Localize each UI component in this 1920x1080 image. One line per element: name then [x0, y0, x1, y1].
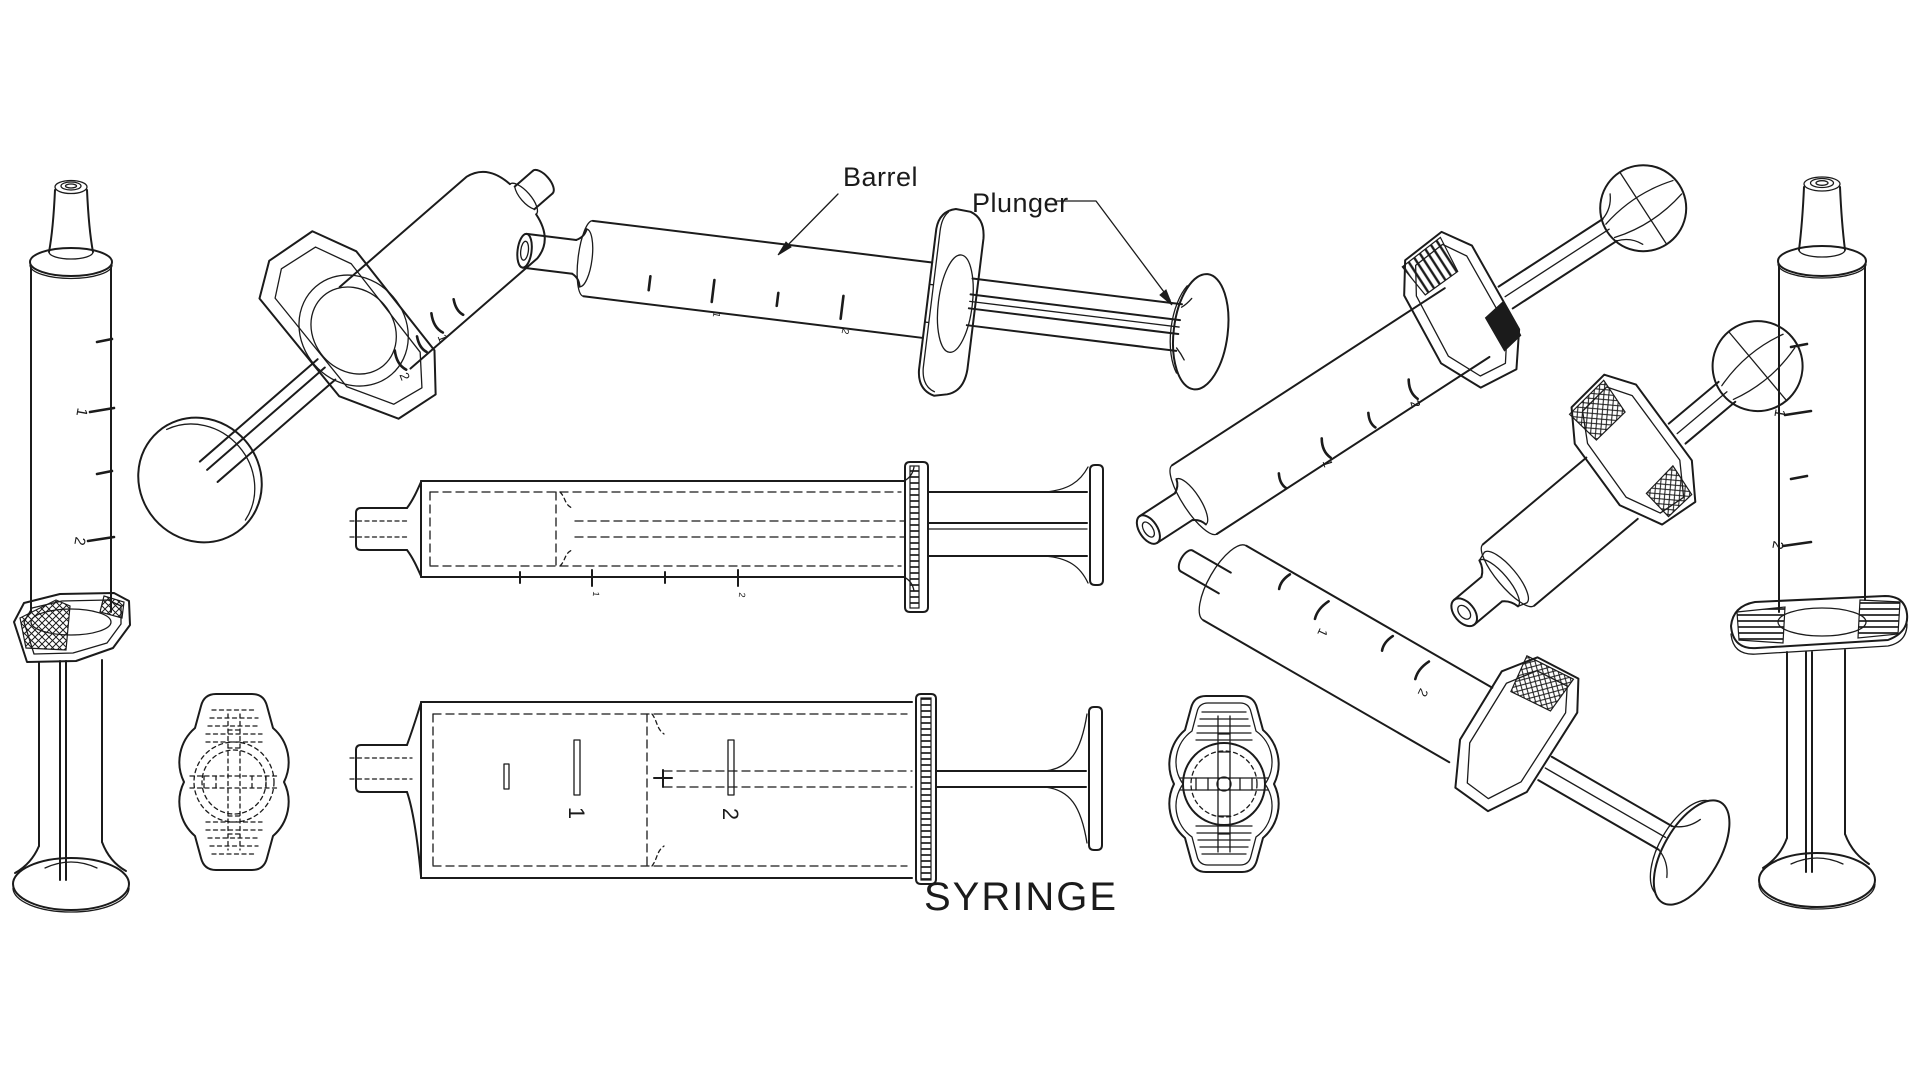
finger-flange [1730, 595, 1909, 655]
finger-flange [903, 461, 929, 613]
leader-line [1056, 200, 1171, 301]
callout-plunger: Plunger [972, 188, 1173, 306]
graduation-label: 2 [1768, 540, 1786, 551]
finger-flange [1568, 373, 1697, 526]
syringe-tip [1177, 549, 1232, 595]
graduation-label: 1 [72, 407, 90, 418]
graduation-marks: 1 2 [519, 569, 747, 598]
thumb-disc [12, 857, 130, 913]
graduation-label: 2 [839, 327, 851, 335]
arrowhead-icon [1159, 289, 1173, 306]
plunger-rod [935, 713, 1088, 844]
plunger-cross [1179, 715, 1269, 853]
drawing-title: SYRINGE [924, 875, 1118, 919]
barrel [338, 170, 546, 370]
finger-flange [13, 592, 131, 663]
plunger-rod [1762, 649, 1870, 873]
thumb-disc [1649, 799, 1731, 906]
syringe-iso-right-vertical: 1 2 [1730, 176, 1909, 910]
syringe-tip [1798, 176, 1846, 251]
arrowhead-icon [777, 241, 792, 256]
callout-barrel-label: Barrel [843, 162, 918, 192]
graduation-label: 2 [1415, 686, 1432, 699]
graduation-label: 1 [564, 807, 589, 819]
finger-flange [1454, 654, 1580, 813]
plunger-cross-hidden [189, 713, 279, 851]
plunger-rod [1667, 380, 1737, 445]
syringe-side-view-hidden: 1 2 [349, 461, 1104, 613]
barrel [1777, 245, 1867, 613]
thumb-rest [1088, 706, 1103, 851]
finger-flange [917, 207, 985, 397]
graduation-label: 2 [1407, 398, 1424, 410]
graduation-label: 2 [396, 370, 413, 382]
thumb-disc [1599, 164, 1688, 253]
syringe-tip [48, 179, 94, 253]
graduation-label: 2 [70, 536, 88, 547]
barrel [1169, 287, 1491, 536]
thumb-disc [1169, 273, 1230, 391]
syringe-iso-middle-right [1450, 320, 1804, 628]
syringe-iso-top-left: 2 1 [137, 168, 555, 544]
plunger-rod [1537, 755, 1701, 879]
finger-flange [1401, 230, 1522, 389]
graduation-label: 1 [1319, 458, 1336, 470]
syringe-tip [516, 228, 594, 288]
leader-line [781, 193, 839, 252]
grip-texture [205, 709, 263, 855]
graduation-label: 1 [435, 332, 452, 344]
barrel [420, 701, 913, 879]
plunger-rod [1497, 193, 1644, 310]
graduation-marks: 1 2 [1277, 573, 1432, 699]
plunger-rod [14, 659, 127, 881]
plunger-seal-hidden [555, 491, 905, 567]
barrel [1198, 544, 1494, 764]
graduation-marks: 1 2 [70, 337, 116, 547]
syringe-top-view: 1 2 [349, 693, 1103, 885]
finger-flange [915, 693, 937, 885]
thumb-disc [1711, 320, 1804, 413]
graduation-marks: 1 2 [1768, 342, 1813, 551]
syringe-tip [513, 168, 555, 211]
graduation-label: 1 [1314, 626, 1331, 639]
syringe-iso-left-vertical: 1 2 [12, 179, 131, 913]
graduation-label: 1 [710, 311, 722, 319]
syringe-tip [1135, 477, 1209, 545]
syringe-tip [349, 481, 422, 577]
flange-end-view-hidden [178, 693, 290, 871]
syringe-iso-top-right: 1 2 [1135, 164, 1688, 545]
graduation-marks: 1 2 [647, 274, 851, 336]
graduation-marks: 2 1 [393, 297, 465, 383]
graduation-label: 1 [1770, 408, 1788, 419]
barrel [1480, 456, 1639, 608]
callout-plunger-label: Plunger [972, 188, 1069, 218]
finger-flange [258, 230, 437, 420]
grip-texture [1195, 711, 1253, 855]
syringe-tip [1450, 550, 1530, 628]
flange-end-view-solid [1168, 695, 1280, 873]
thumb-disc [137, 416, 263, 544]
callout-barrel: Barrel [777, 162, 918, 256]
plunger-rod [927, 466, 1089, 584]
syringe-iso-bottom-right: 1 2 [1177, 544, 1731, 906]
graduation-label: 2 [718, 808, 743, 820]
syringe-tip [349, 702, 422, 877]
barrel [576, 219, 934, 339]
graduation-label: 1 [591, 591, 601, 597]
thumb-rest [1089, 464, 1104, 586]
graduation-marks: 1 2 [1277, 378, 1424, 490]
graduation-marks: 1 2 [503, 739, 743, 820]
plunger-rod [198, 358, 337, 483]
barrel [29, 247, 113, 613]
thumb-disc [1758, 852, 1876, 910]
syringe-iso-top-center: 1 2 [516, 207, 1230, 397]
barrel [420, 480, 905, 578]
graduation-label: 2 [737, 592, 747, 598]
plunger-rod [965, 277, 1193, 361]
plunger-seal-hidden [646, 713, 913, 867]
